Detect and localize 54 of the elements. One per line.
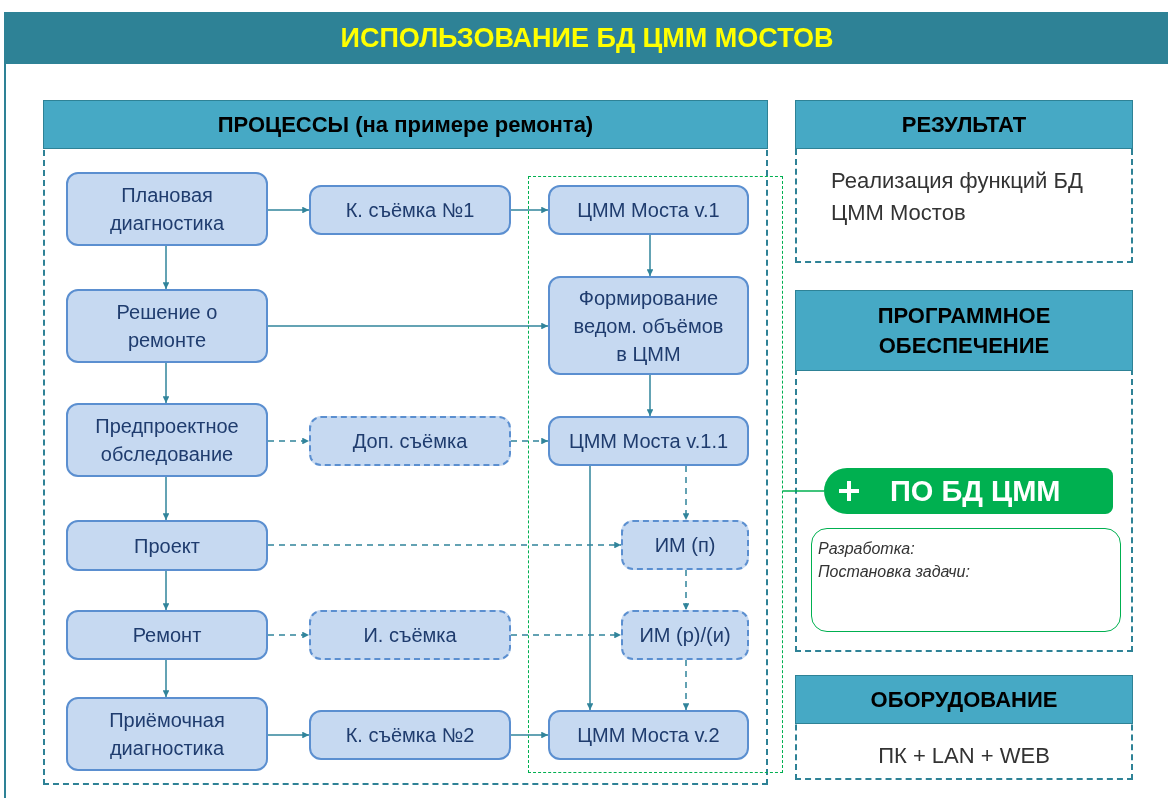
arrow	[682, 659, 690, 711]
process-box: Решение о ремонте	[66, 289, 268, 363]
process-box: Плановая диагностика	[66, 172, 268, 246]
arrow	[510, 437, 549, 445]
process-box: Приёмочная диагностика	[66, 697, 268, 771]
arrow	[646, 234, 654, 277]
software-badge	[824, 468, 1113, 514]
arrow	[162, 570, 170, 611]
optional-step-box: И. съёмка	[309, 610, 511, 660]
arrow	[162, 476, 170, 521]
arrow	[267, 437, 310, 445]
arrow	[162, 362, 170, 404]
process-box: Формирование ведом. объёмов в ЦММ	[548, 276, 749, 375]
panel-header: ПРОГРАММНОЕ ОБЕСПЕЧЕНИЕ	[795, 290, 1133, 371]
arrow	[162, 659, 170, 698]
arrow	[682, 569, 690, 611]
process-box: К. съёмка №1	[309, 185, 511, 235]
process-box: Предпроектное обследование	[66, 403, 268, 477]
process-box: К. съёмка №2	[309, 710, 511, 760]
panel-text: Реализация функций БД ЦММ Мостов	[831, 167, 1084, 227]
arrow	[510, 631, 622, 639]
arrow	[586, 465, 594, 711]
connector-line	[782, 490, 825, 492]
arrow	[267, 322, 549, 330]
panel	[795, 290, 1133, 652]
panel	[795, 100, 1133, 263]
panel-header: РЕЗУЛЬТАТ	[795, 100, 1133, 149]
arrow	[267, 631, 310, 639]
panel-header: ПРОЦЕССЫ (на примере ремонта)	[43, 100, 768, 149]
process-box: ЦММ Моста v.1.1	[548, 416, 749, 466]
panel	[795, 675, 1133, 780]
optional-step-box: Доп. съёмка	[309, 416, 511, 466]
process-box: ЦММ Моста v.1	[548, 185, 749, 235]
arrow	[267, 541, 622, 549]
process-box: Ремонт	[66, 610, 268, 660]
arrow	[162, 245, 170, 290]
arrow	[682, 465, 690, 521]
badge-label: ПО БД ЦММ	[890, 474, 1061, 508]
arrow	[267, 731, 310, 739]
title-banner: ИСПОЛЬЗОВАНИЕ БД ЦММ МОСТОВ	[6, 12, 1168, 64]
panel-text: ПК + LAN + WEB	[877, 742, 1051, 770]
arrow	[510, 206, 549, 214]
note-text: Разработка:	[818, 539, 916, 559]
arrow	[646, 374, 654, 417]
process-box: Проект	[66, 520, 268, 571]
group-frame	[528, 176, 783, 773]
panel-header: ОБОРУДОВАНИЕ	[795, 675, 1133, 724]
arrow	[510, 731, 549, 739]
note-text: Постановка задачи:	[818, 562, 971, 583]
optional-step-box: ИМ (п)	[621, 520, 749, 570]
process-box: ЦММ Моста v.2	[548, 710, 749, 760]
arrow	[267, 206, 310, 214]
info-card	[811, 528, 1121, 632]
optional-step-box: ИМ (р)/(и)	[621, 610, 749, 660]
